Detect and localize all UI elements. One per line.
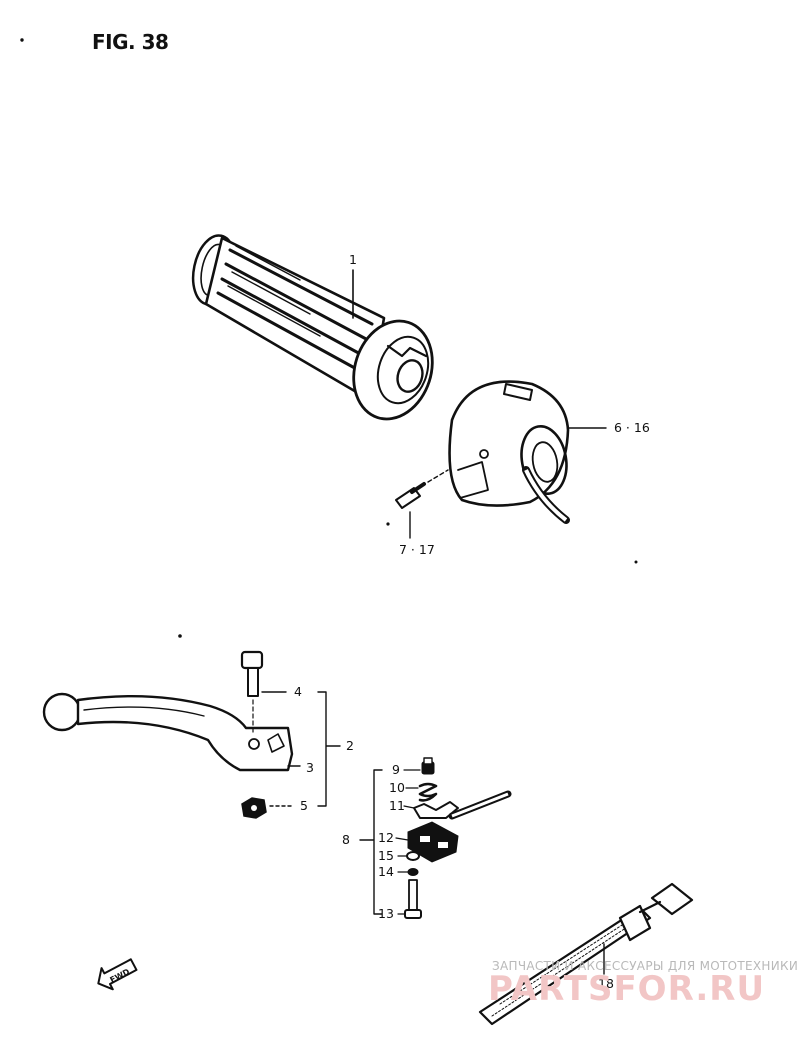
screw <box>395 469 449 509</box>
switch-housing <box>448 380 570 524</box>
callout-9: 9 <box>392 762 400 777</box>
watermark-logo: PARTSFOR.RU <box>488 969 765 1009</box>
callout-13: 13 <box>378 906 394 921</box>
callout-18: 18 <box>598 976 614 991</box>
callout-5: 5 <box>300 798 308 813</box>
bolt-13 <box>404 879 422 919</box>
callout-4: 4 <box>294 684 302 699</box>
callout-15: 15 <box>378 848 394 863</box>
washer-15 <box>406 851 420 861</box>
cable-band <box>478 882 694 1026</box>
lever <box>42 692 294 772</box>
callout-2: 2 <box>346 738 354 753</box>
callout-3: 3 <box>306 760 314 775</box>
holder-callout-leaders <box>359 769 421 915</box>
callout-12: 12 <box>378 830 394 845</box>
watermark-caption: ЗАПЧАСТИ И АКСЕССУАРЫ ДЛЯ МОТОТЕХНИКИ <box>492 959 798 973</box>
callout-14: 14 <box>378 864 394 879</box>
nut <box>241 797 267 819</box>
figure-title: FIG. 38 <box>92 30 169 54</box>
callout-8: 8 <box>342 832 350 847</box>
callout-7-17: 7 · 17 <box>399 542 435 557</box>
callout-2-bracket <box>317 691 341 807</box>
forward-arrow-icon <box>97 958 138 991</box>
holder-bracket <box>407 821 459 863</box>
cable-holder <box>413 790 512 820</box>
scan-specks <box>20 38 638 638</box>
callout-1: 1 <box>349 252 357 267</box>
spring <box>418 782 438 802</box>
callout-6-16: 6 · 16 <box>614 420 650 435</box>
handlebar-grip <box>191 234 434 421</box>
callout-10: 10 <box>389 780 405 795</box>
washer-14 <box>407 868 419 876</box>
pivot-bolt <box>240 650 264 733</box>
adjuster-screw <box>421 757 435 775</box>
callout-11: 11 <box>389 798 405 813</box>
